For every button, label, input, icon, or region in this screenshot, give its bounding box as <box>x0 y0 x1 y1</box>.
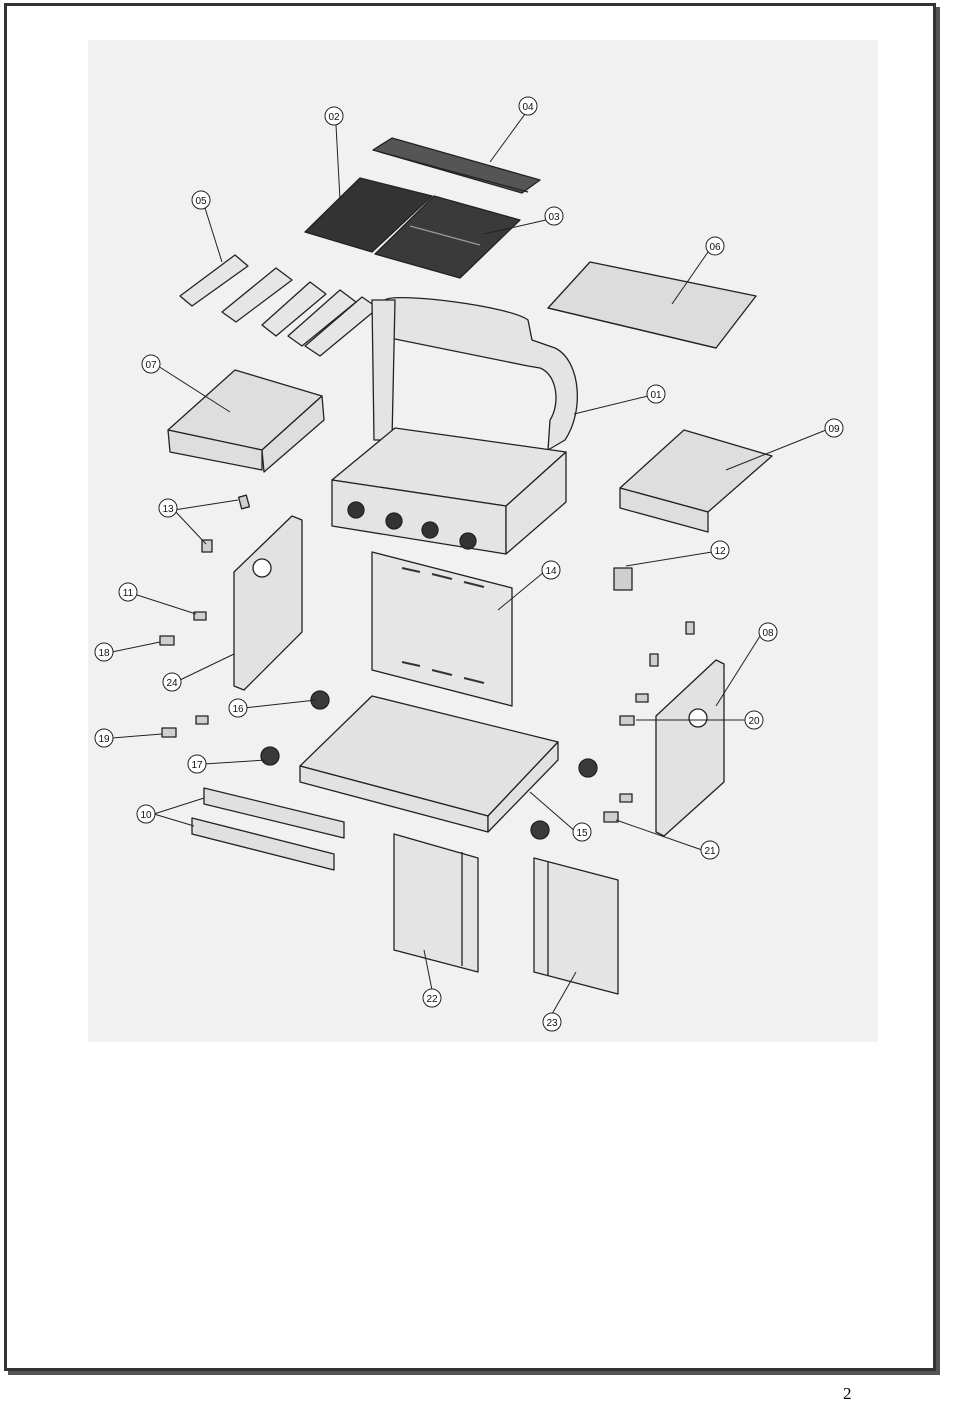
part-15-bottom-shelf <box>299 695 559 833</box>
callout-07-label: 07 <box>145 360 157 371</box>
callout-05-label: 05 <box>195 196 207 207</box>
callout-03: 03 <box>544 206 564 226</box>
callout-05: 05 <box>191 190 211 210</box>
callout-07: 07 <box>141 354 161 374</box>
part-01-grill-head <box>331 297 578 555</box>
callout-04: 04 <box>518 96 538 116</box>
callout-02-label: 02 <box>328 112 340 123</box>
callout-16-label: 16 <box>232 704 244 715</box>
callout-20: 20 <box>744 710 764 730</box>
part-10-front-rails <box>191 787 345 871</box>
callout-10-label: 10 <box>140 810 152 821</box>
callout-11: 11 <box>118 582 138 602</box>
callout-11-label: 11 <box>123 588 134 599</box>
part-07-side-shelf <box>167 369 325 473</box>
part-09-side-shelf <box>619 429 773 533</box>
callout-08: 08 <box>758 622 778 642</box>
callout-24: 24 <box>162 672 182 692</box>
part-22-door <box>393 833 479 973</box>
callout-01: 01 <box>646 384 666 404</box>
callout-06-label: 06 <box>709 242 721 253</box>
callout-24-label: 24 <box>166 678 178 689</box>
callout-09-label: 09 <box>828 424 840 435</box>
part-05-flame-tamers <box>179 254 379 357</box>
page-number: 2 <box>843 1384 852 1403</box>
callout-14: 14 <box>541 560 561 580</box>
small-brackets <box>159 494 695 823</box>
part-23-door <box>533 857 619 995</box>
leader-lines <box>111 113 827 1015</box>
callout-23-label: 23 <box>546 1018 558 1029</box>
part-24-side-panel <box>233 515 303 691</box>
part-06-grease-tray <box>547 261 757 349</box>
part-08-side-panel <box>655 659 725 837</box>
callout-21-label: 21 <box>704 846 716 857</box>
callout-19-label: 19 <box>98 734 110 745</box>
part-callouts: 01 02 03 04 05 06 07 08 09 10 11 12 13 1… <box>94 96 844 1032</box>
callout-12: 12 <box>710 540 730 560</box>
callout-13: 13 <box>158 498 178 518</box>
callout-14-label: 14 <box>545 566 557 577</box>
part-04-warming-rack <box>372 137 541 194</box>
callout-15-label: 15 <box>576 828 588 839</box>
callout-04-label: 04 <box>522 102 534 113</box>
callout-01-label: 01 <box>650 390 662 401</box>
callout-17-label: 17 <box>191 760 203 771</box>
callout-06: 06 <box>705 236 725 256</box>
callout-23: 23 <box>542 1012 562 1032</box>
part-02-cooking-grate <box>304 177 433 253</box>
callout-13-label: 13 <box>162 504 174 515</box>
callout-16: 16 <box>228 698 248 718</box>
callout-20-label: 20 <box>748 716 760 727</box>
part-14-back-panel <box>371 551 513 707</box>
part-03-cooking-grate <box>374 195 521 279</box>
callout-18-label: 18 <box>98 648 110 659</box>
callout-21: 21 <box>700 840 720 860</box>
callout-10: 10 <box>136 804 156 824</box>
callout-15: 15 <box>572 822 592 842</box>
callout-02: 02 <box>324 106 344 126</box>
callout-18: 18 <box>94 642 114 662</box>
callout-08-label: 08 <box>762 628 774 639</box>
callout-09: 09 <box>824 418 844 438</box>
callout-19: 19 <box>94 728 114 748</box>
callout-22-label: 22 <box>426 994 438 1005</box>
callout-22: 22 <box>422 988 442 1008</box>
callout-12-label: 12 <box>714 546 726 557</box>
callout-03-label: 03 <box>548 212 560 223</box>
callout-17: 17 <box>187 754 207 774</box>
